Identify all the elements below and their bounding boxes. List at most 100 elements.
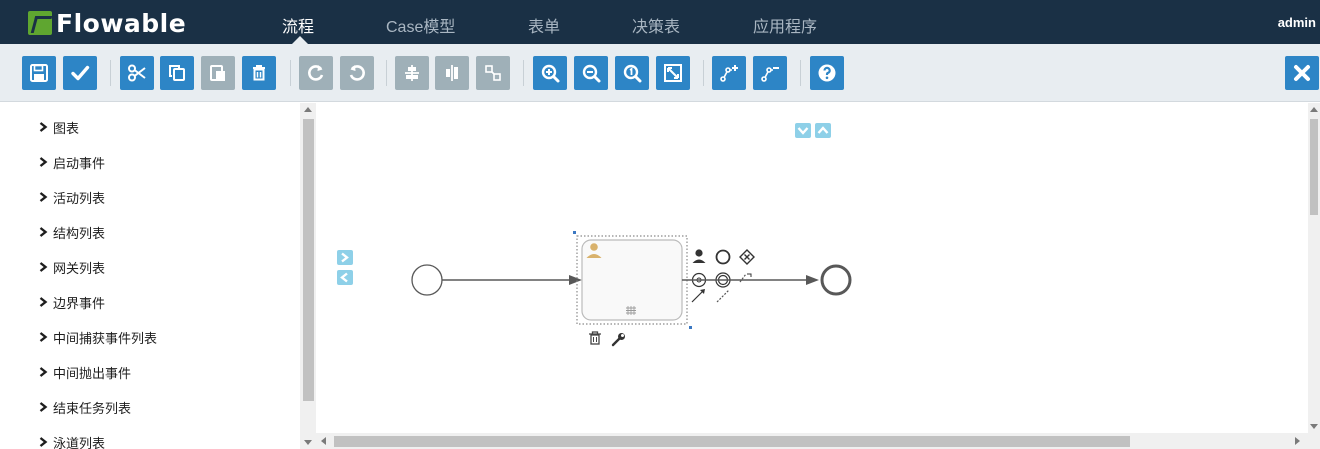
palette-group-swimlanes[interactable]: 泳道列表 bbox=[38, 432, 105, 449]
zoom-fit-button[interactable] bbox=[656, 56, 690, 90]
connect-flow-icon[interactable] bbox=[691, 289, 705, 303]
paste-icon bbox=[210, 65, 225, 81]
paste-button[interactable] bbox=[201, 56, 235, 90]
palette-group-label: 中间抛出事件 bbox=[53, 365, 132, 381]
toolbar-divider bbox=[290, 60, 291, 86]
scroll-down-icon[interactable] bbox=[1310, 424, 1318, 429]
append-end-event-icon[interactable] bbox=[715, 249, 731, 265]
align-vertical-button[interactable] bbox=[395, 56, 429, 90]
align-horizontal-icon bbox=[446, 65, 458, 81]
palette-group-label: 中间捕获事件列表 bbox=[53, 330, 158, 346]
zoom-out-icon bbox=[582, 64, 601, 83]
scroll-left-icon[interactable] bbox=[321, 437, 326, 445]
sequence-flow-arrow bbox=[569, 275, 582, 285]
close-button[interactable] bbox=[1285, 56, 1319, 90]
palette-group-diagram[interactable]: 图表 bbox=[38, 117, 79, 137]
chevron-right-icon bbox=[39, 122, 48, 132]
chevron-right-icon bbox=[39, 297, 48, 307]
same-size-button[interactable] bbox=[476, 56, 510, 90]
toolbar-divider bbox=[800, 60, 801, 86]
sequence-flow-arrow bbox=[806, 275, 819, 285]
palette-group-label: 启动事件 bbox=[53, 155, 106, 171]
palette-scroll-thumb[interactable] bbox=[303, 119, 314, 401]
user-menu[interactable]: admin bbox=[1277, 15, 1316, 30]
chevron-right-icon bbox=[39, 332, 48, 342]
add-bendpoint-button[interactable] bbox=[712, 56, 746, 90]
save-icon bbox=[30, 64, 48, 82]
chevron-right-icon bbox=[39, 402, 48, 412]
zoom-out-button[interactable] bbox=[574, 56, 608, 90]
resize-handle[interactable] bbox=[573, 231, 576, 234]
canvas-horizontal-scrollbar[interactable] bbox=[316, 433, 1320, 449]
remove-bendpoint-button[interactable] bbox=[753, 56, 787, 90]
validate-button[interactable] bbox=[63, 56, 97, 90]
redo-icon bbox=[308, 65, 324, 81]
trash-icon bbox=[253, 65, 265, 81]
palette-group-start-events[interactable]: 启动事件 bbox=[38, 152, 105, 172]
scissors-icon bbox=[128, 64, 146, 82]
chevron-right-icon bbox=[39, 157, 48, 167]
copy-icon bbox=[169, 65, 185, 81]
toolbar-divider bbox=[523, 60, 524, 86]
palette-group-end-events[interactable]: 结束任务列表 bbox=[38, 397, 131, 417]
zoom-actual-button[interactable] bbox=[615, 56, 649, 90]
cut-button[interactable] bbox=[120, 56, 154, 90]
undo-button[interactable] bbox=[340, 56, 374, 90]
scroll-right-icon[interactable] bbox=[1295, 437, 1300, 445]
palette-group-boundary-events[interactable]: 边界事件 bbox=[38, 292, 105, 312]
append-gateway-icon[interactable] bbox=[739, 249, 755, 265]
canvas-horizontal-scroll-thumb[interactable] bbox=[334, 436, 1130, 447]
scroll-down-icon[interactable] bbox=[304, 440, 312, 445]
palette-group-intermediate-throwing[interactable]: 中间抛出事件 bbox=[38, 362, 131, 382]
editor-toolbar bbox=[0, 44, 1320, 102]
delete-button[interactable] bbox=[242, 56, 276, 90]
tab-forms[interactable]: 表单 bbox=[528, 19, 561, 36]
redo-button[interactable] bbox=[299, 56, 333, 90]
delete-shape-icon[interactable] bbox=[589, 331, 601, 345]
align-vertical-icon bbox=[405, 65, 419, 81]
scroll-up-icon[interactable] bbox=[1310, 107, 1318, 112]
expand-palette-button[interactable] bbox=[337, 250, 353, 265]
palette-group-structural[interactable]: 结构列表 bbox=[38, 222, 105, 242]
tab-process[interactable]: 流程 bbox=[282, 19, 315, 36]
scroll-up-icon[interactable] bbox=[304, 107, 312, 112]
palette-group-label: 网关列表 bbox=[53, 260, 106, 276]
canvas-vertical-scroll-thumb[interactable] bbox=[1310, 119, 1318, 215]
save-button[interactable] bbox=[22, 56, 56, 90]
diagram-canvas[interactable] bbox=[316, 103, 1310, 433]
association-icon[interactable] bbox=[716, 289, 730, 303]
active-tab-caret bbox=[292, 36, 308, 44]
canvas-vertical-scrollbar[interactable] bbox=[1308, 103, 1320, 433]
check-icon bbox=[71, 65, 90, 81]
chevron-right-icon bbox=[39, 262, 48, 272]
text-annotation-icon bbox=[747, 273, 752, 277]
palette-group-label: 活动列表 bbox=[53, 190, 106, 206]
collapse-property-panel-button[interactable] bbox=[795, 123, 811, 138]
palette-group-gateways[interactable]: 网关列表 bbox=[38, 257, 105, 277]
help-button[interactable] bbox=[810, 56, 844, 90]
palette-group-activities[interactable]: 活动列表 bbox=[38, 187, 105, 207]
tab-decision-tables[interactable]: 决策表 bbox=[632, 19, 681, 36]
palette-scrollbar[interactable] bbox=[300, 103, 316, 449]
remove-bendpoint-icon bbox=[761, 67, 779, 82]
shape-palette: 图表 启动事件 活动列表 结构列表 网关列表 边界事件 中间捕获事件列表 中间 bbox=[0, 103, 316, 449]
copy-button[interactable] bbox=[160, 56, 194, 90]
align-horizontal-button[interactable] bbox=[435, 56, 469, 90]
expand-property-panel-button[interactable] bbox=[815, 123, 831, 138]
end-event[interactable] bbox=[820, 264, 852, 296]
append-user-task-icon[interactable] bbox=[692, 249, 706, 263]
change-type-wrench-icon[interactable] bbox=[611, 333, 625, 347]
tab-case-model[interactable]: Case模型 bbox=[386, 19, 456, 36]
tab-apps[interactable]: 应用程序 bbox=[753, 19, 818, 36]
palette-group-label: 图表 bbox=[53, 120, 80, 136]
flowable-logo[interactable]: Flowable bbox=[28, 9, 186, 38]
collapse-palette-button[interactable] bbox=[337, 270, 353, 285]
text-annotation-icon[interactable] bbox=[739, 273, 747, 283]
palette-group-label: 结构列表 bbox=[53, 225, 106, 241]
resize-handle[interactable] bbox=[689, 326, 692, 329]
toolbar-divider bbox=[110, 60, 111, 86]
palette-group-intermediate-catching[interactable]: 中间捕获事件列表 bbox=[38, 327, 157, 347]
start-event[interactable] bbox=[411, 264, 443, 296]
zoom-in-button[interactable] bbox=[533, 56, 567, 90]
toolbar-divider bbox=[386, 60, 387, 86]
